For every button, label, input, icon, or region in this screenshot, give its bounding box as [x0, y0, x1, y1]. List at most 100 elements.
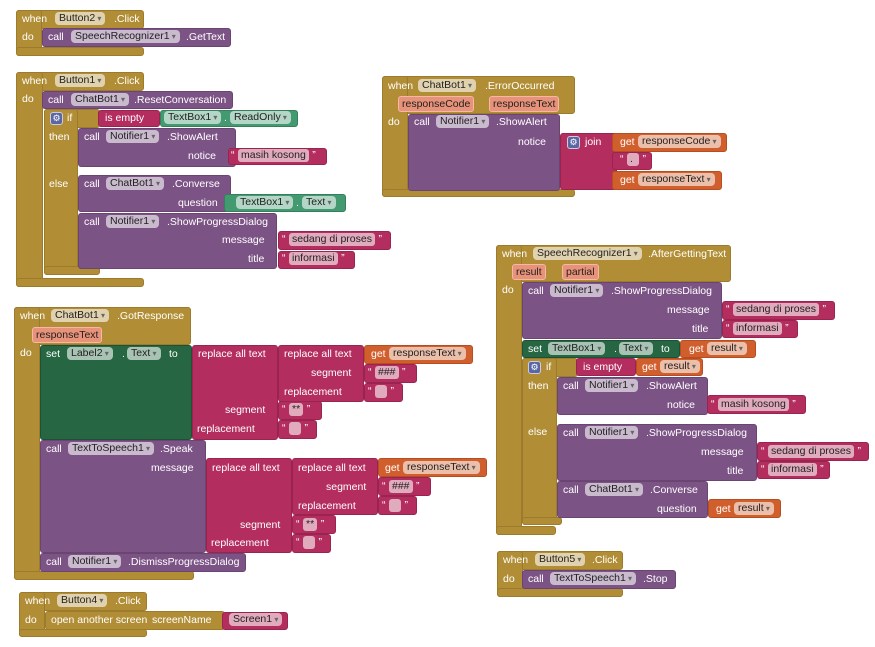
dropdown-field[interactable]: SpeechRecognizer1: [71, 30, 180, 43]
dropdown-field[interactable]: SpeechRecognizer1: [533, 247, 642, 260]
dropdown-field[interactable]: result: [660, 360, 700, 373]
dropdown-field[interactable]: ReadOnly: [230, 111, 291, 124]
event-parameter[interactable]: responseCode: [398, 96, 475, 112]
block-label: do: [22, 93, 34, 105]
block-label: .Click: [592, 554, 618, 566]
dropdown-field[interactable]: responseText: [389, 347, 466, 360]
block-label: .Click: [114, 13, 140, 25]
dropdown-field[interactable]: result: [734, 502, 774, 515]
text-literal[interactable]: [368, 385, 394, 398]
block-label: replace all text: [212, 462, 280, 474]
block-label: when: [503, 554, 529, 566]
dropdown-field[interactable]: responseText: [403, 461, 480, 474]
dropdown-field[interactable]: ChatBot1: [106, 177, 165, 190]
text-literal[interactable]: masih kosong: [711, 398, 796, 411]
dropdown-field[interactable]: Button5: [535, 553, 586, 566]
text-literal[interactable]: [296, 536, 322, 549]
replace-all-text-inner[interactable]: [278, 345, 364, 402]
block-label: is empty: [105, 112, 145, 124]
event-block-bottom[interactable]: [19, 629, 147, 637]
dropdown-field[interactable]: TextToSpeech1: [550, 572, 637, 585]
dropdown-field[interactable]: TextBox1: [164, 111, 222, 124]
text-literal[interactable]: ###: [382, 480, 419, 493]
dropdown-field[interactable]: Notifier1: [585, 426, 639, 439]
dropdown-field[interactable]: Notifier1: [68, 555, 122, 568]
text-literal[interactable]: ###: [368, 366, 405, 379]
event-parameter[interactable]: result: [512, 264, 546, 280]
dropdown-field[interactable]: ChatBot1: [71, 93, 130, 106]
dropdown-field[interactable]: ChatBot1: [51, 309, 110, 322]
block-label: get: [371, 348, 386, 360]
event-block-strip[interactable]: [382, 76, 408, 197]
event-block-strip[interactable]: [16, 72, 43, 287]
dropdown-field[interactable]: Button4: [57, 594, 108, 607]
if-block-bottom[interactable]: [522, 517, 562, 525]
block-label: .ResetConversation: [134, 94, 227, 106]
dropdown-field[interactable]: Notifier1: [436, 115, 490, 128]
gear-icon[interactable]: ⚙: [50, 112, 63, 125]
block-label: .Speak: [160, 443, 193, 455]
event-parameter[interactable]: partial: [562, 264, 599, 280]
is-empty-block[interactable]: [576, 358, 636, 376]
text-literal[interactable]: **: [282, 403, 310, 416]
block-label: to: [169, 348, 178, 360]
dropdown-field[interactable]: Text: [127, 347, 161, 360]
dropdown-field[interactable]: ChatBot1: [418, 79, 477, 92]
dropdown-field[interactable]: Label2: [67, 347, 113, 360]
dropdown-field[interactable]: Text: [302, 196, 336, 209]
event-parameter[interactable]: responseText: [489, 96, 560, 112]
dropdown-field[interactable]: ChatBot1: [585, 483, 644, 496]
set-label-text[interactable]: [40, 345, 192, 440]
text-literal[interactable]: .: [620, 153, 646, 166]
dropdown-field[interactable]: Notifier1: [550, 284, 604, 297]
event-block-bottom[interactable]: [496, 526, 556, 535]
replace-all-text-inner[interactable]: [292, 458, 378, 515]
block-label: else: [528, 426, 548, 438]
is-empty-block[interactable]: [98, 110, 160, 127]
dropdown-field[interactable]: responseCode: [638, 135, 721, 148]
text-literal[interactable]: sedang di proses: [282, 233, 382, 246]
block-label: .ShowAlert: [646, 380, 697, 392]
text-literal[interactable]: informasi: [761, 463, 823, 476]
if-block-strip[interactable]: [44, 109, 78, 275]
dropdown-field[interactable]: Text: [619, 342, 653, 355]
text-literal[interactable]: sedang di proses: [761, 445, 861, 458]
if-block-bottom[interactable]: [44, 266, 100, 275]
event-parameter[interactable]: responseText: [32, 327, 103, 343]
dropdown-field[interactable]: Button2: [55, 12, 106, 25]
gear-icon[interactable]: ⚙: [567, 136, 580, 149]
dropdown-field[interactable]: responseText: [638, 173, 715, 186]
text-literal[interactable]: sedang di proses: [726, 303, 826, 316]
event-block-bottom[interactable]: [497, 588, 623, 597]
block-label: when: [25, 595, 51, 607]
dropdown-field[interactable]: Screen1: [229, 613, 283, 626]
text-literal[interactable]: [382, 499, 408, 512]
dropdown-field[interactable]: Notifier1: [106, 130, 160, 143]
text-literal[interactable]: informasi: [282, 252, 344, 265]
event-block-bottom[interactable]: [16, 47, 144, 56]
call-tts-speak[interactable]: [40, 440, 206, 553]
block-label: message: [667, 304, 710, 316]
dropdown-field[interactable]: Notifier1: [585, 379, 639, 392]
gear-icon[interactable]: ⚙: [528, 361, 541, 374]
text-literal[interactable]: masih kosong: [231, 149, 316, 162]
replace-all-text-outer[interactable]: [192, 345, 278, 440]
event-block-bottom[interactable]: [14, 571, 194, 580]
event-block-bottom[interactable]: [16, 278, 144, 287]
block-label: .ErrorOccurred: [485, 80, 555, 92]
dropdown-field[interactable]: Notifier1: [106, 215, 160, 228]
dropdown-field[interactable]: TextToSpeech1: [68, 442, 155, 455]
block-label: call: [84, 178, 100, 190]
text-literal[interactable]: **: [296, 518, 324, 531]
block-label: call: [46, 443, 62, 455]
dropdown-field[interactable]: Button1: [55, 74, 106, 87]
text-literal[interactable]: [282, 422, 308, 435]
replace-all-text-outer[interactable]: [206, 458, 292, 553]
dropdown-field[interactable]: result: [707, 342, 747, 355]
dropdown-field[interactable]: TextBox1: [236, 196, 294, 209]
event-block-strip[interactable]: [496, 245, 522, 535]
if-block-strip[interactable]: [522, 358, 557, 525]
text-literal[interactable]: informasi: [726, 322, 788, 335]
event-block-strip[interactable]: [14, 307, 40, 580]
dropdown-field[interactable]: TextBox1: [548, 342, 606, 355]
